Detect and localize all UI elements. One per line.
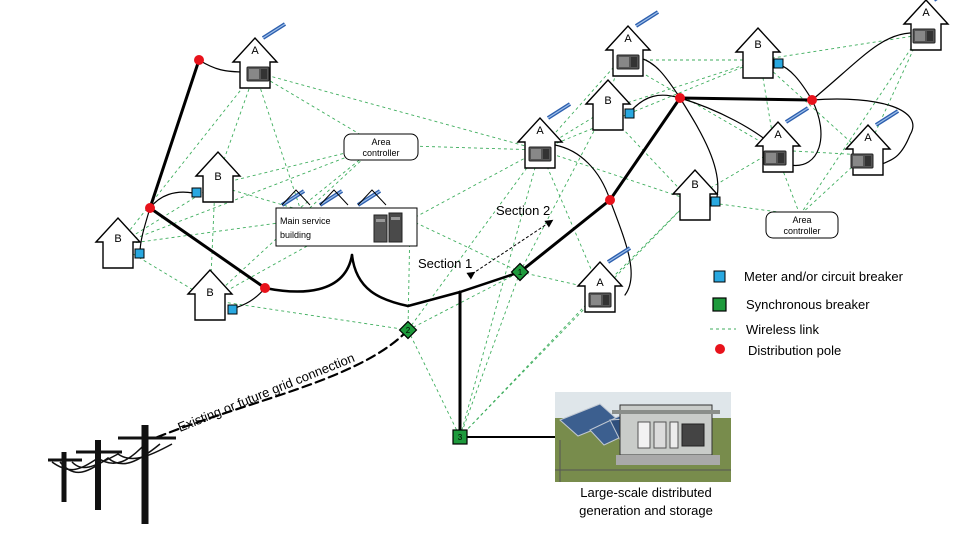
house-a: A — [232, 22, 287, 89]
house-b: B — [187, 269, 233, 321]
pole-icon — [145, 203, 155, 213]
caption-line2: generation and storage — [579, 503, 713, 518]
caption-line1: Large-scale distributed — [580, 485, 712, 500]
house-type-label: A — [251, 45, 259, 57]
house-b: B — [95, 217, 141, 269]
house-a: A — [845, 109, 900, 176]
legend: Meter and/or circuit breaker Synchronous… — [710, 269, 904, 358]
pole-icon — [605, 195, 615, 205]
house-type-label: A — [624, 33, 632, 45]
house-type-label: B — [114, 233, 121, 245]
breaker-number: 1 — [518, 268, 523, 277]
house-type-label: B — [691, 179, 698, 191]
meter-icon — [773, 58, 784, 69]
main-service-building: Main service building — [275, 189, 418, 247]
house-type-label: A — [596, 277, 604, 289]
house-type-label: A — [864, 132, 872, 144]
utility-poles-icon — [48, 425, 176, 524]
legend-pole-label: Distribution pole — [748, 343, 841, 358]
house-b: B — [672, 169, 718, 221]
house-type-label: A — [774, 129, 782, 141]
legend-pole-icon — [715, 344, 725, 354]
grid-connection-label: Existing or future grid connection — [176, 350, 357, 435]
meter-icon — [227, 304, 238, 315]
legend-sync-icon — [712, 297, 727, 312]
meter-icon — [191, 187, 202, 198]
house-type-label: B — [754, 39, 761, 51]
pole-icon — [194, 55, 204, 65]
house-type-label: A — [536, 125, 544, 137]
pole-icon — [260, 283, 270, 293]
house-a: A — [755, 106, 810, 173]
legend-meter-label: Meter and/or circuit breaker — [744, 269, 904, 284]
house-a: A — [903, 0, 958, 51]
house-b: B — [195, 151, 241, 203]
pole-icon — [807, 95, 817, 105]
house-a: A — [517, 102, 572, 169]
meter-icon — [624, 108, 635, 119]
house-b: B — [585, 79, 631, 131]
sync-breaker-3: 3 — [452, 429, 468, 445]
section-arrow — [466, 219, 554, 280]
breaker-number: 3 — [458, 433, 463, 442]
meter-icon — [710, 196, 721, 207]
section-1-label: Section 1 — [418, 256, 472, 271]
legend-sync-label: Synchronous breaker — [746, 297, 870, 312]
breaker-number: 2 — [406, 326, 411, 335]
house-type-label: B — [214, 171, 221, 183]
building-label-line1: Main service — [280, 216, 331, 226]
building-label-line2: building — [280, 230, 311, 240]
pole-icon — [675, 93, 685, 103]
generation-storage-image — [555, 392, 731, 482]
house-type-label: B — [604, 95, 611, 107]
house-type-label: A — [922, 7, 930, 19]
house-type-label: B — [206, 287, 213, 299]
meters — [134, 58, 784, 315]
sync-breaker-1: 1 — [510, 262, 530, 282]
legend-meter-icon — [713, 270, 726, 283]
sync-breaker-2: 2 — [398, 320, 418, 340]
house-a: A — [577, 246, 632, 313]
generation-storage-caption: Large-scale distributed generation and s… — [560, 484, 732, 520]
meter-icon — [134, 248, 145, 259]
legend-wireless-label: Wireless link — [746, 322, 819, 337]
distribution-poles — [145, 55, 817, 293]
section-2-label: Section 2 — [496, 203, 550, 218]
house-b: B — [735, 27, 781, 79]
house-a: A — [605, 10, 660, 77]
